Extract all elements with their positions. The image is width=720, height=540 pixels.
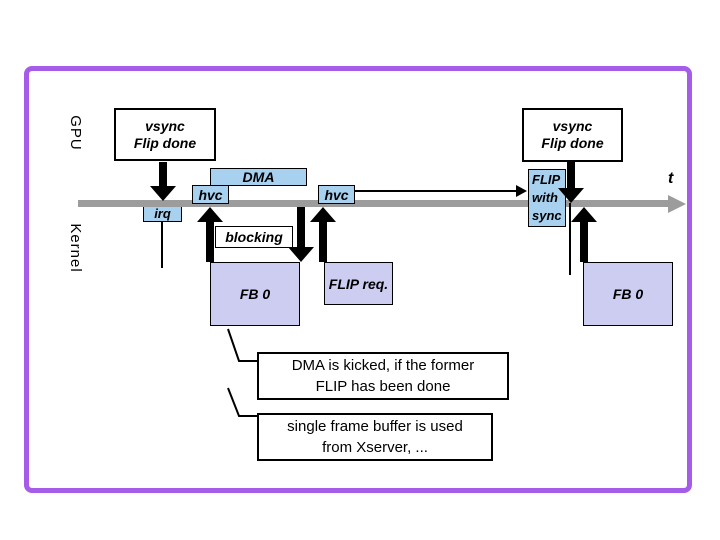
timeline-arrowhead-icon [668,195,686,213]
fb0-box-right: FB 0 [583,262,673,326]
flip-with-sync-line2: with [532,190,558,205]
hvc-to-flip-line [355,190,518,192]
flip-req-up-arrow-icon [310,207,336,262]
blocking-box: blocking [215,226,293,248]
vsync-right-line1: vsync [552,118,593,134]
flip-req-box: FLIP req. [324,262,393,305]
kernel-lane-label: Kernel [67,223,84,273]
single-fb-callout: single frame buffer is used from Xserver… [257,413,493,461]
callout-connector-line-1 [227,328,258,362]
hvc-to-flip-arrowhead-icon [516,185,527,197]
hvc-box-second: hvc [318,185,355,204]
fb0-right-up-arrow-icon [571,207,597,262]
time-axis-label: t [668,170,674,187]
vsync-right-tail-line [569,203,571,275]
vsync-left-line2: Flip done [133,134,197,151]
fb0-left-up-arrow-icon [197,207,223,262]
flip-with-sync-line3: sync [532,208,562,223]
vsync-left-line1: vsync [145,117,185,134]
fb0-box-left: FB 0 [210,262,300,326]
single-fb-line2: from Xserver, ... [322,439,428,456]
dma-box: DMA [210,168,307,186]
dma-kicked-line1: DMA is kicked, if the former [291,357,475,374]
vsync-left-down-arrow-icon [150,162,176,201]
flip-with-sync-line1: FLIP [532,172,561,187]
callout-connector-line-2 [227,387,258,417]
timeline-axis [78,200,668,207]
dma-kicked-line2: FLIP has been done [315,378,451,395]
irq-tail-line [161,222,163,268]
flip-with-sync-box: FLIP with sync [528,169,566,227]
vsync-right-line2: Flip done [541,135,604,151]
single-fb-line1: single frame buffer is used [287,418,463,435]
vsync-flip-done-box-left: vsync Flip done [114,108,216,161]
vsync-flip-done-box-right: vsync Flip done [522,108,623,162]
timeline-down-arrow-to-fb0-icon [288,207,314,262]
vsync-right-down-arrow-icon [558,162,584,203]
gpu-lane-label: GPU [67,115,84,151]
hvc-box-first: hvc [192,185,229,204]
dma-kicked-callout: DMA is kicked, if the former FLIP has be… [257,352,509,400]
